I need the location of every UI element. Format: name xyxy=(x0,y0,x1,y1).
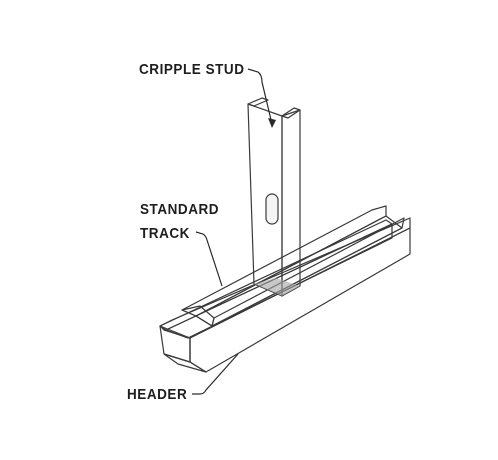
standard-track-leader xyxy=(195,231,223,287)
track-end xyxy=(181,305,215,327)
header-bottom-flange xyxy=(163,353,207,373)
header-channel xyxy=(159,217,411,373)
stud-knockout-slot xyxy=(265,193,279,225)
header-leader xyxy=(192,353,239,395)
header-end-profile xyxy=(159,325,191,363)
stud-lip-right xyxy=(281,107,301,119)
stud-lip-left xyxy=(247,97,269,107)
standard-track-label-line1: STANDARD xyxy=(140,201,220,218)
track-front-flange xyxy=(211,217,405,327)
track-back-flange xyxy=(181,205,387,317)
cripple-stud-label: CRIPPLE STUD xyxy=(139,61,245,78)
header-top-flange xyxy=(159,217,411,339)
header-label: HEADER xyxy=(127,386,188,403)
track-floor xyxy=(195,215,403,327)
cripple-stud-arrowhead xyxy=(268,118,276,128)
cripple-stud xyxy=(247,97,301,297)
standard-track-label-line2: TRACK xyxy=(140,225,190,242)
stud-base-shadow xyxy=(254,278,300,296)
cripple-stud-leader xyxy=(247,68,273,125)
standard-track-channel xyxy=(181,205,405,327)
